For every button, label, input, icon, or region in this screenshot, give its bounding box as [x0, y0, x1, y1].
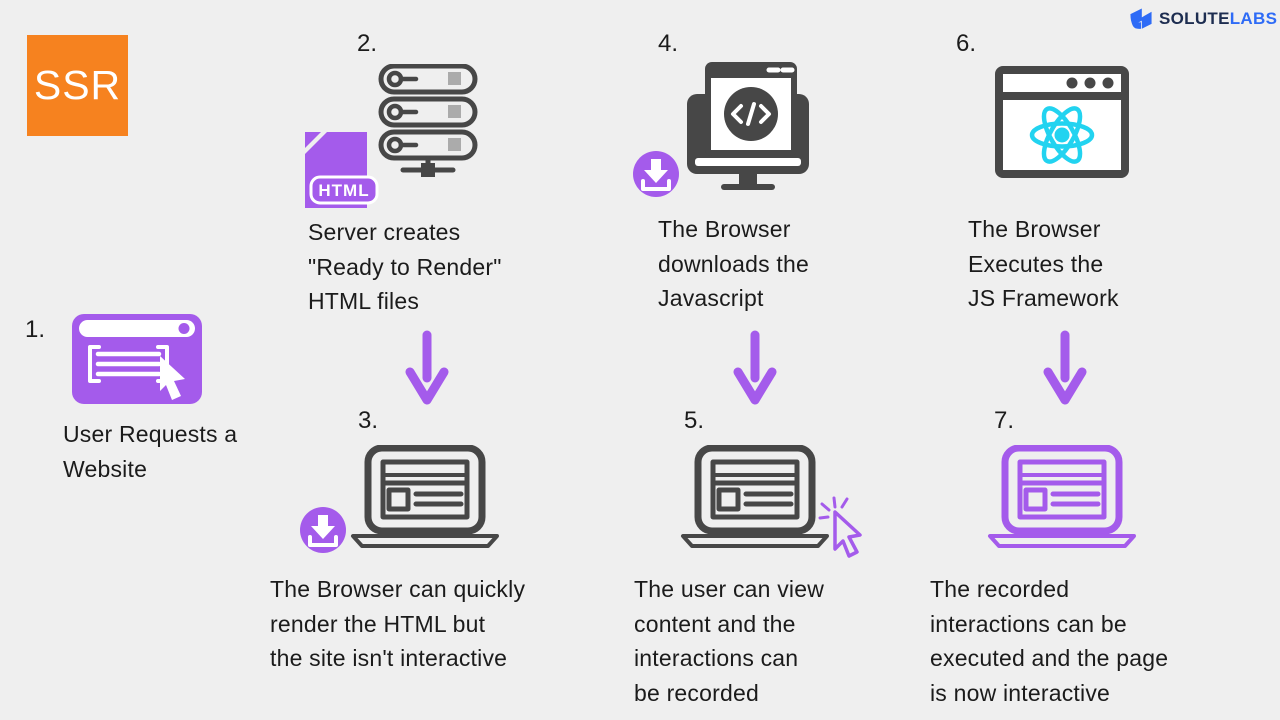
step-5-number: 5.	[684, 407, 705, 434]
ssr-badge: SSR	[27, 35, 128, 136]
arrow-down-2-3	[405, 330, 449, 410]
step-4-caption: The Browser downloads the Javascript	[658, 216, 809, 311]
laptop-browser-icon	[350, 445, 500, 549]
logo-text-solute: SOLUTE	[1159, 9, 1230, 28]
react-logo-icon	[1029, 106, 1095, 164]
step-3-caption: The Browser can quickly render the HTML …	[270, 576, 526, 671]
solutelabs-mark-icon	[1128, 6, 1154, 32]
step-1-caption: User Requests a Website	[63, 421, 238, 482]
step-7-caption: The recorded interactions can be execute…	[930, 576, 1169, 706]
download-badge-icon	[632, 150, 680, 198]
laptop-browser-icon	[680, 445, 830, 549]
step-6-caption: The Browser Executes the JS Framework	[968, 216, 1119, 311]
step-5-caption: The user can view content and the intera…	[634, 576, 825, 706]
browser-react-icon	[995, 66, 1129, 178]
logo-text-labs: LABS	[1229, 9, 1278, 28]
arrow-down-4-5	[733, 330, 777, 410]
ssr-badge-label: SSR	[33, 62, 122, 108]
monitor-code-icon	[683, 62, 813, 190]
server-stack-icon	[378, 64, 478, 180]
arrow-down-6-7	[1043, 330, 1087, 410]
step-7-number: 7.	[994, 407, 1015, 434]
solutelabs-logo: SOLUTELABS	[1128, 6, 1277, 32]
step-2-caption: Server creates "Ready to Render" HTML fi…	[308, 219, 502, 314]
step-2-number: 2.	[357, 30, 378, 57]
step-6-number: 6.	[956, 30, 977, 57]
html-file-label: HTML	[318, 181, 369, 200]
solutelabs-logo-text: SOLUTELABS	[1159, 9, 1277, 29]
download-badge-icon	[299, 506, 347, 554]
laptop-browser-purple-icon	[986, 445, 1138, 549]
step-1-number: 1.	[25, 316, 46, 343]
cursor-click-icon	[818, 496, 874, 560]
step-3-number: 3.	[358, 407, 379, 434]
step-4-number: 4.	[658, 30, 679, 57]
browser-request-icon	[72, 314, 202, 404]
html-file-icon: HTML	[303, 131, 381, 209]
